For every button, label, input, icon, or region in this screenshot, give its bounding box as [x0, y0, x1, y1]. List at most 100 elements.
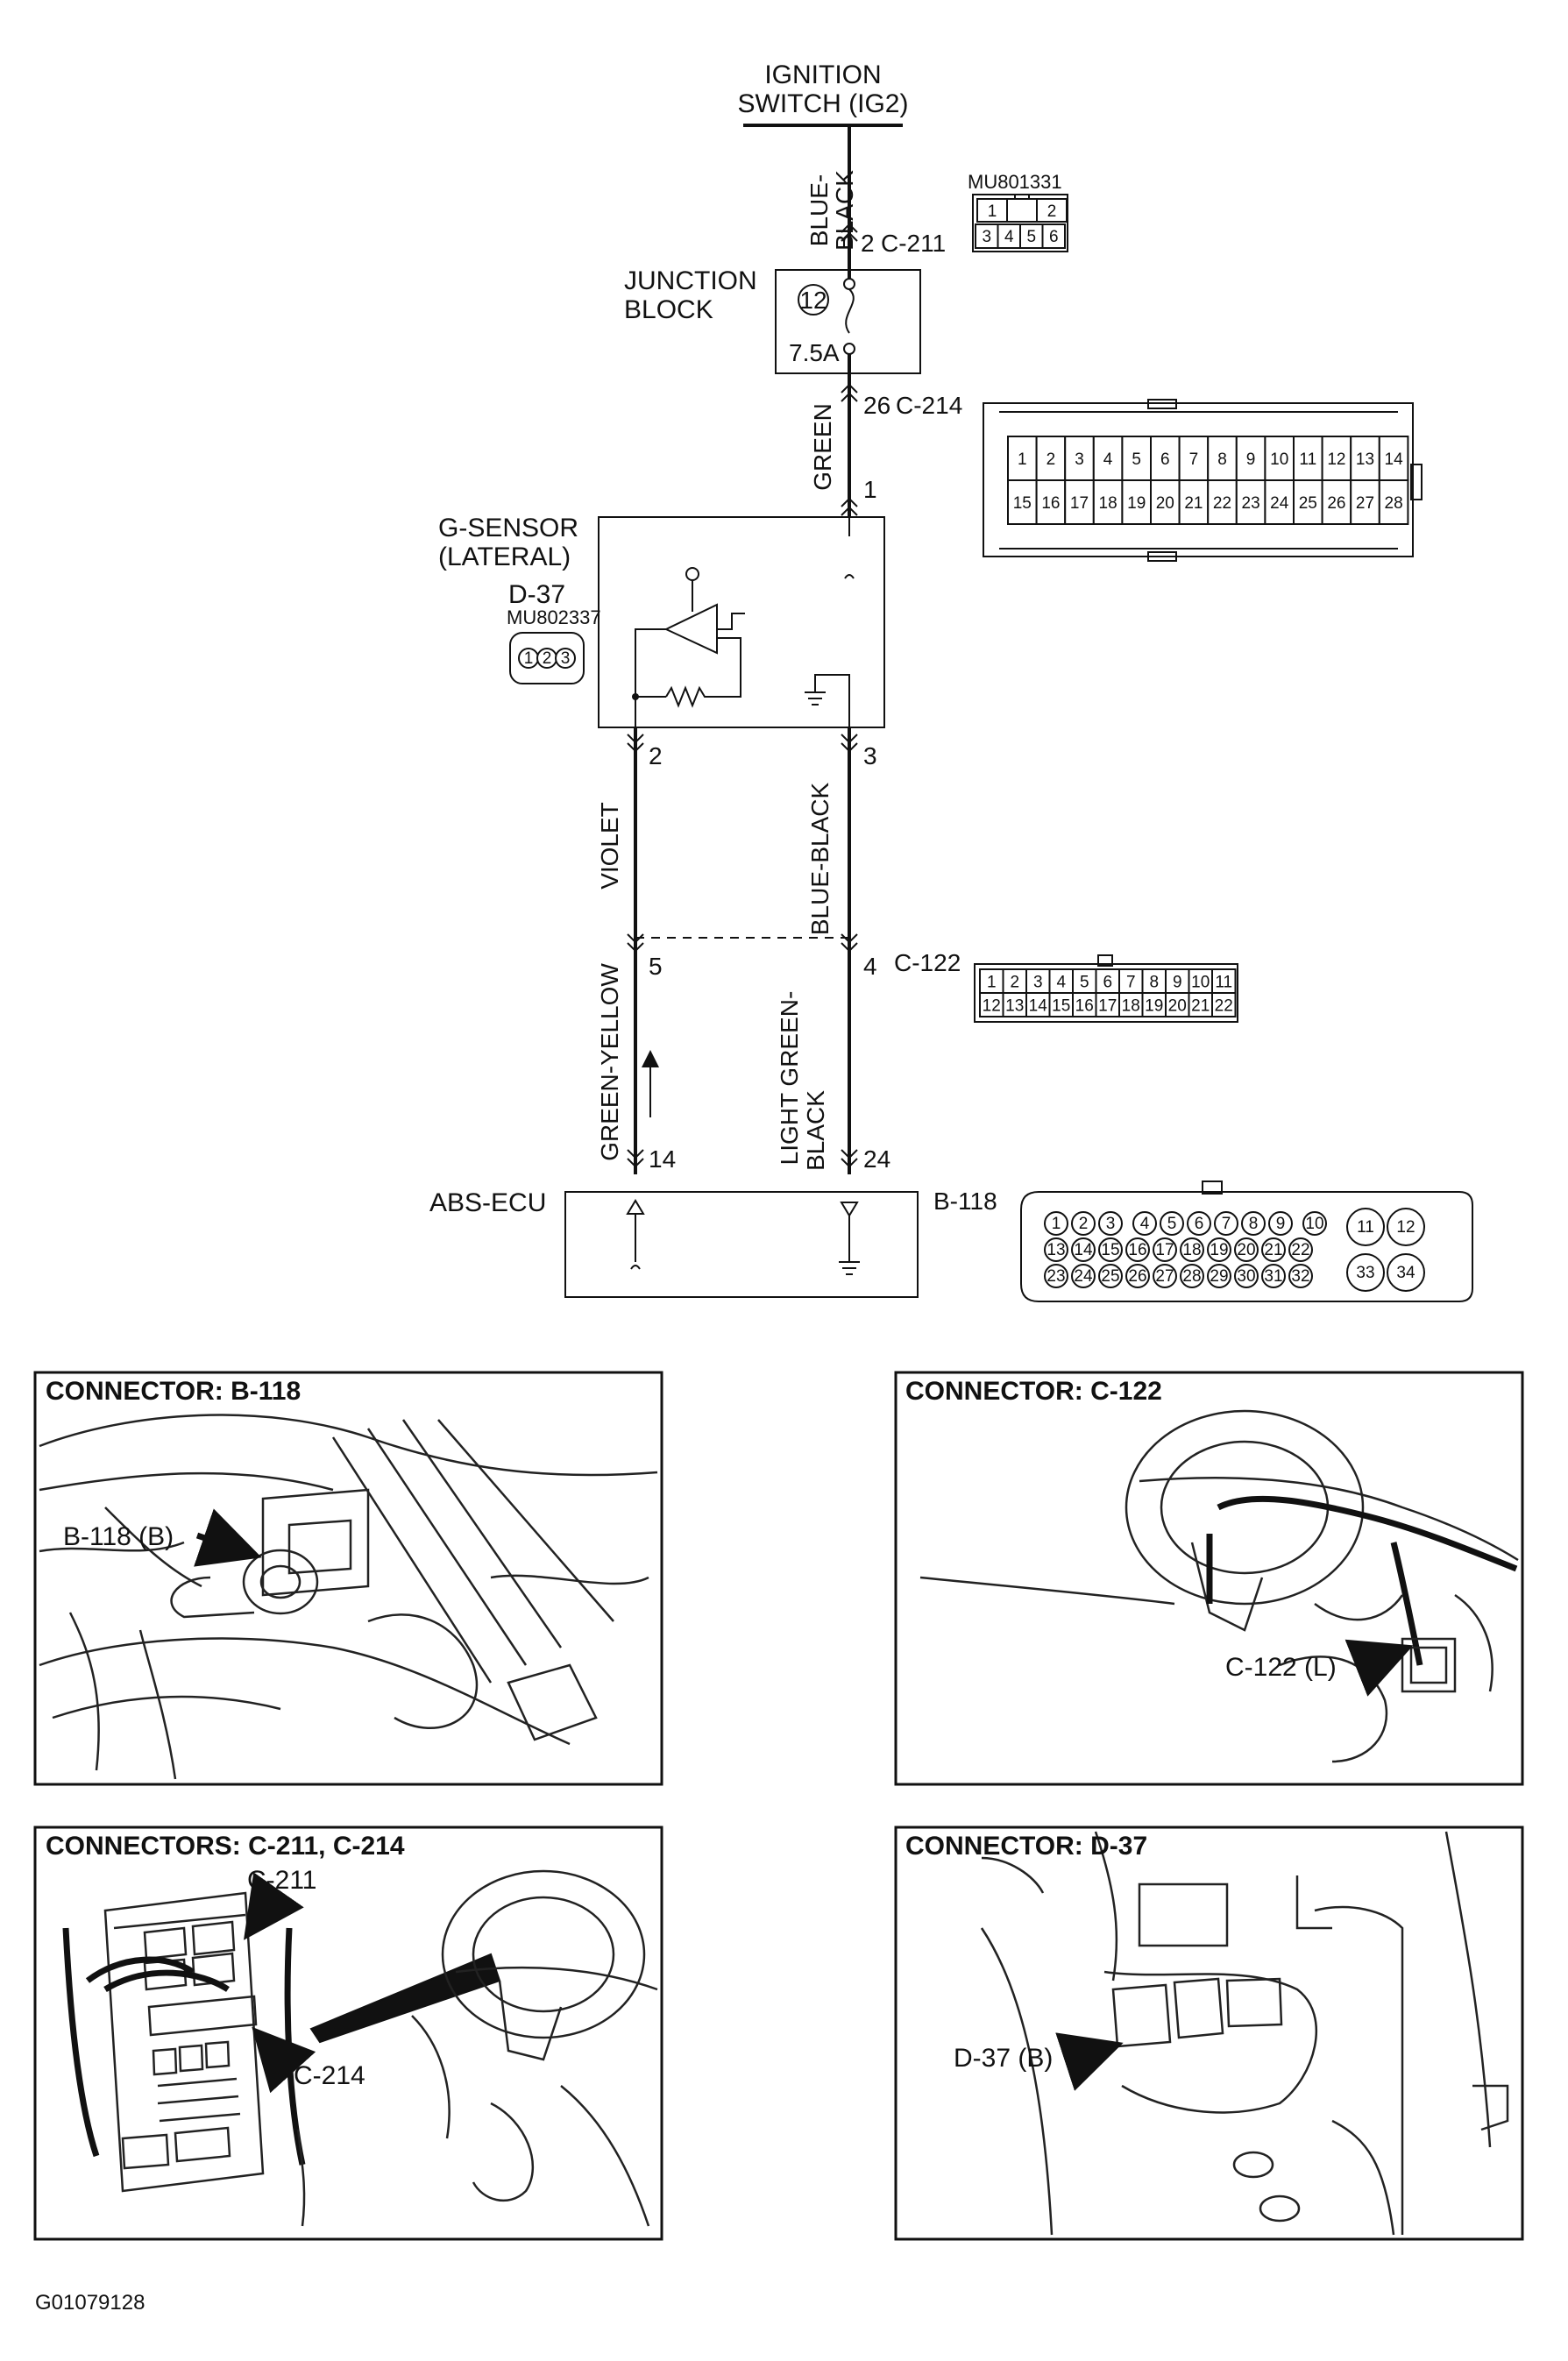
connector-pin-number: 12 — [1327, 450, 1345, 469]
power-source-label-1: IGNITION — [764, 60, 881, 89]
b118-pin-number: 14 — [1074, 1241, 1093, 1259]
connector-pin-number: 24 — [1270, 494, 1289, 513]
c214-housing — [983, 402, 1414, 557]
fuse-number: 12 — [799, 287, 827, 314]
b118-pin-circle — [1071, 1211, 1096, 1236]
b118-pin-number: 15 — [1101, 1241, 1119, 1259]
abs-ecu-label: ABS-ECU — [429, 1188, 546, 1217]
connector-pin-number: 6 — [1160, 450, 1170, 469]
panel-c211-c214-frame — [33, 1826, 663, 2241]
power-source-label-2: SWITCH (IG2) — [738, 89, 909, 118]
g-sensor-label-1: G-SENSOR — [438, 514, 578, 542]
connector-pin-number: 19 — [1127, 494, 1146, 513]
b118-pin-circle — [1180, 1237, 1204, 1262]
fuse-number-circle — [798, 284, 829, 316]
connector-pin-number: 14 — [1385, 450, 1404, 469]
connector-pin-number: 18 — [1122, 997, 1140, 1016]
sensor-pin-number: 3 — [561, 649, 571, 668]
connector-pin-number: 3 — [1033, 974, 1043, 992]
b118-pin-number: 19 — [1210, 1241, 1228, 1259]
connector-pin-number: 28 — [1385, 494, 1403, 513]
connector-pin-number: 21 — [1191, 997, 1210, 1016]
b118-pin-circle — [1387, 1208, 1425, 1246]
amp-feedback-left — [635, 628, 666, 698]
connector-pin-number: 8 — [1149, 974, 1159, 992]
connector-pin-number: 16 — [1075, 997, 1094, 1016]
connector-mark-sensor-1 — [841, 497, 858, 516]
b118-pin-circle — [1132, 1211, 1157, 1236]
connector-pin-number: 14 — [1029, 997, 1048, 1016]
panel-c122-title: CONNECTOR: C-122 — [905, 1377, 1162, 1406]
b118-pin-number: 29 — [1210, 1267, 1228, 1286]
connector-cell — [979, 992, 1004, 1017]
figure-id: G01079128 — [35, 2291, 145, 2315]
schematic: IGNITION SWITCH (IG2) BLUE- BLACK 2 C-21… — [429, 60, 1473, 1302]
b118-pin-number: 32 — [1291, 1267, 1309, 1286]
panel-c211-callout: C-211 — [247, 1866, 316, 1895]
connector-pin-number: 5 — [1026, 228, 1036, 246]
b118-pin-number: 9 — [1276, 1215, 1286, 1233]
b118-pin-circle — [1207, 1264, 1231, 1288]
connector-pin-number: 20 — [1168, 997, 1187, 1016]
b118-pin-circle — [1044, 1211, 1068, 1236]
connector-pin-number: 4 — [1004, 228, 1014, 246]
connector-cell — [975, 223, 999, 249]
b118-pin-number: 21 — [1264, 1241, 1282, 1259]
b118-pin-number: 20 — [1237, 1241, 1255, 1259]
b118-pin-circle — [1180, 1264, 1204, 1288]
b118-pin-number: 13 — [1047, 1241, 1065, 1259]
wire-label-light-green-black-2: BLACK — [802, 1090, 829, 1171]
resistor-symbol — [665, 637, 741, 708]
connector-cell — [1095, 992, 1120, 1017]
b118-pin-circle — [1241, 1211, 1266, 1236]
connector-pin-number: 21 — [1184, 494, 1203, 513]
fuse-terminal-bottom — [843, 343, 855, 355]
b118-pin-circle — [1302, 1211, 1327, 1236]
g-sensor-connector: D-37 — [508, 580, 565, 609]
junction-block-label-1: JUNCTION — [624, 266, 757, 295]
connector-cell — [1264, 436, 1295, 481]
panel-c122-arrow — [1345, 1639, 1414, 1697]
connector-cell — [1378, 479, 1409, 525]
wire-label-green-yellow: GREEN-YELLOW — [596, 963, 623, 1161]
b118-pin-number: 2 — [1079, 1215, 1089, 1233]
panel-b118-callout: B-118 (B) — [63, 1522, 174, 1551]
panel-d37-callout: D-37 (B) — [954, 2044, 1053, 2073]
b118-pin-number: 3 — [1106, 1215, 1116, 1233]
panel-d37-arrow — [1055, 2032, 1124, 2091]
ecu-ground-symbol — [839, 1261, 860, 1275]
connector-pin-number: 11 — [1299, 450, 1316, 469]
wire-label-green: GREEN — [809, 403, 836, 491]
connector-cell — [1211, 968, 1237, 994]
b118-pin-number: 10 — [1305, 1215, 1323, 1233]
b118-pin-number: 25 — [1101, 1267, 1119, 1286]
connector-mark-c122-5 — [627, 933, 644, 953]
b118-pin-number: 31 — [1264, 1267, 1282, 1286]
c122-housing — [974, 963, 1238, 1023]
g-sensor-box — [598, 516, 885, 728]
panel-c211-arrow — [243, 1872, 304, 1940]
connector-mark-sensor-3 — [841, 734, 858, 753]
connector-pin-number: 23 — [1242, 494, 1260, 513]
b118-pin-circle — [1044, 1264, 1068, 1288]
connector-pin-number: 6 — [1103, 974, 1112, 992]
connector-pin-number: 10 — [1191, 974, 1210, 992]
connector-pin-number: 2 — [1047, 202, 1057, 221]
b118-pin-circle — [1288, 1237, 1313, 1262]
b118-pin-number: 33 — [1356, 1264, 1374, 1282]
b118-pin-number: 16 — [1128, 1241, 1146, 1259]
pin-c211: 2 — [861, 230, 875, 257]
amp-supply-node — [685, 567, 699, 581]
connector-cell — [1235, 479, 1266, 525]
ecu-ground-triangle — [840, 1202, 859, 1217]
pin-c122-4: 4 — [863, 953, 877, 980]
connector-pin-number: 17 — [1098, 997, 1117, 1016]
b118-pin-number: 6 — [1195, 1215, 1204, 1233]
connector-pin-number: 13 — [1356, 450, 1374, 469]
abs-ecu-box — [564, 1191, 919, 1298]
panel-c211-c214-illustration — [62, 1869, 658, 2227]
wire-label-light-green-black-1: LIGHT GREEN- — [776, 991, 803, 1166]
connector-pin-number: 7 — [1126, 974, 1136, 992]
